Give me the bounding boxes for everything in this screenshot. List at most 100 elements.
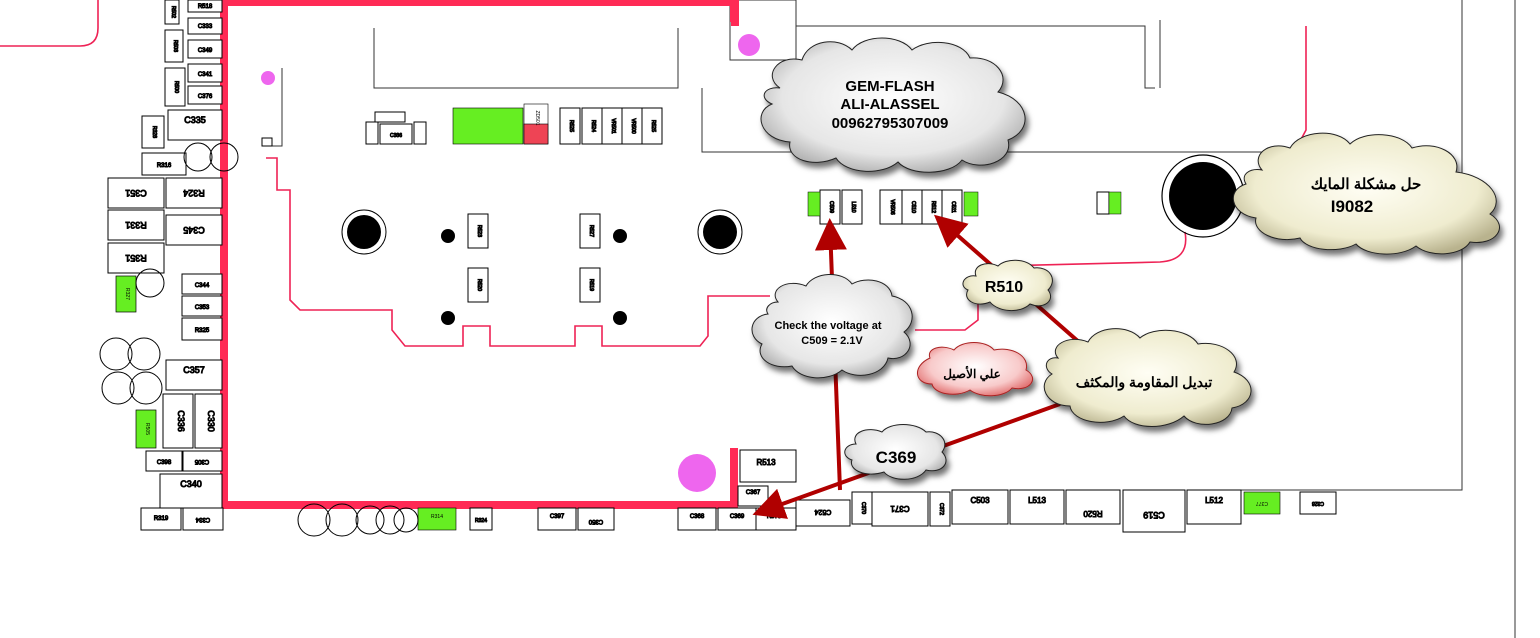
left-column-components: R502 R518 C333 R503 C349 R500 C341 C376 … bbox=[107, 0, 224, 531]
watermark-line2: ALI-ALASSEL bbox=[840, 96, 939, 113]
check-voltage-cloud bbox=[751, 274, 913, 379]
comp-label: C368 bbox=[690, 514, 705, 520]
comp-label: C377 bbox=[1256, 500, 1268, 506]
comp-label: C386 bbox=[390, 133, 402, 139]
comp-label: C341 bbox=[198, 72, 213, 78]
pad-green-r327 bbox=[115, 275, 137, 313]
comp-label: C334 bbox=[195, 516, 210, 522]
edge-connector-left bbox=[261, 137, 273, 147]
frame-right-top-marker bbox=[731, 0, 739, 26]
replace-label: تبديل المقاومة والمكثف bbox=[1076, 374, 1213, 391]
comp-label: C351 bbox=[125, 188, 147, 198]
comp-label: VR506 bbox=[889, 199, 895, 215]
comp-label: C349 bbox=[198, 48, 213, 54]
comp-label: R324 bbox=[183, 188, 205, 198]
comp-label: R519 bbox=[588, 279, 594, 291]
comp-label: C340 bbox=[180, 479, 202, 489]
comp-label: R518 bbox=[198, 4, 213, 10]
comp-label: R324 bbox=[475, 518, 487, 524]
replace-cloud bbox=[1043, 328, 1252, 427]
comp-label: R525 bbox=[650, 120, 656, 132]
comp-label: C371 bbox=[890, 504, 910, 513]
c369-cloud bbox=[844, 424, 947, 480]
comp-label: C350 bbox=[588, 518, 603, 524]
r510-label: R510 bbox=[985, 279, 1023, 296]
comp-label: R520 bbox=[1083, 509, 1103, 518]
comp-label: C305 bbox=[194, 458, 209, 464]
comp-label: C397 bbox=[550, 514, 565, 520]
test-point-circles-bottom bbox=[297, 503, 419, 537]
comp-label: R378 bbox=[767, 514, 782, 520]
comp-label: R513 bbox=[756, 458, 776, 467]
c369-label: C369 bbox=[876, 448, 917, 467]
comp-label: C398 bbox=[157, 460, 172, 466]
pad-green-c377 bbox=[1243, 491, 1281, 515]
microphone-hole-fill bbox=[1169, 162, 1237, 230]
comp-label: R527 bbox=[588, 225, 594, 237]
comp-label: R328 bbox=[151, 126, 157, 138]
comp-label: C503 bbox=[970, 496, 990, 505]
comp-label: R327 bbox=[124, 288, 130, 300]
comp-label: R524 bbox=[590, 120, 596, 132]
check-line2: C509 = 2.1V bbox=[801, 335, 863, 347]
pad-green-r505 bbox=[135, 409, 157, 449]
comp-label: ZD501 bbox=[534, 110, 540, 125]
comp-label: R351 bbox=[125, 253, 147, 263]
comp-label: C376 bbox=[198, 94, 213, 100]
comp-label: R500 bbox=[173, 81, 179, 93]
comp-label: L510 bbox=[850, 201, 856, 212]
comp-label: L512 bbox=[1205, 496, 1223, 505]
pad-green-r1 bbox=[807, 191, 821, 217]
watermark-line3: 00962795307009 bbox=[832, 115, 949, 132]
author-cloud bbox=[917, 342, 1033, 397]
comp-label: R502 bbox=[170, 6, 176, 18]
comp-label: C372 bbox=[938, 503, 944, 515]
comp-label: R503 bbox=[172, 40, 178, 52]
comp-label: C336 bbox=[176, 410, 186, 432]
comp-label: C328 bbox=[1312, 500, 1324, 506]
comp-label: R331 bbox=[125, 220, 147, 230]
comp-label: L513 bbox=[1028, 496, 1046, 505]
watermark-cloud bbox=[760, 37, 1026, 173]
fix-title-cloud bbox=[1232, 132, 1500, 255]
comp-label: VR501 bbox=[610, 118, 616, 134]
comp-label: C511 bbox=[950, 201, 956, 213]
comp-label: VR500 bbox=[630, 118, 636, 134]
board-outlines bbox=[266, 0, 1516, 638]
test-point-circles-left bbox=[99, 142, 239, 405]
comp-label: C335 bbox=[184, 115, 206, 125]
fix-title-line1: حل مشكلة المايك bbox=[1311, 176, 1421, 193]
author-label: علي الأصيل bbox=[943, 366, 1001, 382]
right-top-components: C509 L510 VR506 C510 R512 C511 bbox=[819, 189, 1110, 225]
mount-holes bbox=[341, 209, 743, 325]
comp-label: R325 bbox=[195, 328, 210, 334]
comp-label: C345 bbox=[183, 225, 205, 235]
comp-label: C357 bbox=[183, 365, 205, 375]
comp-label: R523 bbox=[476, 225, 482, 237]
pad-magenta-left bbox=[261, 71, 275, 85]
comp-label: R520 bbox=[476, 279, 482, 291]
center-components: C386 R525 R524 VR501 VR500 R525 R523 R52… bbox=[365, 107, 663, 303]
check-line1: Check the voltage at bbox=[775, 320, 882, 332]
comp-label: C344 bbox=[195, 283, 210, 289]
watermark-line1: GEM-FLASH bbox=[845, 78, 934, 95]
fix-title-line2: I9082 bbox=[1331, 197, 1374, 216]
pad-magenta-top bbox=[738, 34, 760, 56]
pad-magenta-bottom bbox=[678, 454, 716, 492]
comp-label: C524 bbox=[815, 508, 832, 515]
comp-label: C367 bbox=[746, 490, 761, 496]
comp-label: C330 bbox=[206, 410, 216, 432]
comp-label: R525 bbox=[568, 120, 574, 132]
bottom-row-components: R324 C397 C350 C368 C369 C367 R378 R513 … bbox=[469, 449, 1337, 533]
comp-label: C510 bbox=[910, 201, 916, 213]
comp-label: R314 bbox=[431, 514, 443, 520]
comp-label: R316 bbox=[157, 163, 172, 169]
comp-label: C353 bbox=[195, 305, 210, 311]
comp-label: C509 bbox=[828, 201, 834, 213]
highlight-frame bbox=[220, 0, 738, 509]
pad-green-r2 bbox=[963, 191, 979, 217]
comp-label: R512 bbox=[930, 201, 936, 213]
comp-label: C369 bbox=[730, 514, 745, 520]
comp-label: C333 bbox=[198, 24, 213, 30]
pad-green-r3 bbox=[1108, 191, 1122, 215]
